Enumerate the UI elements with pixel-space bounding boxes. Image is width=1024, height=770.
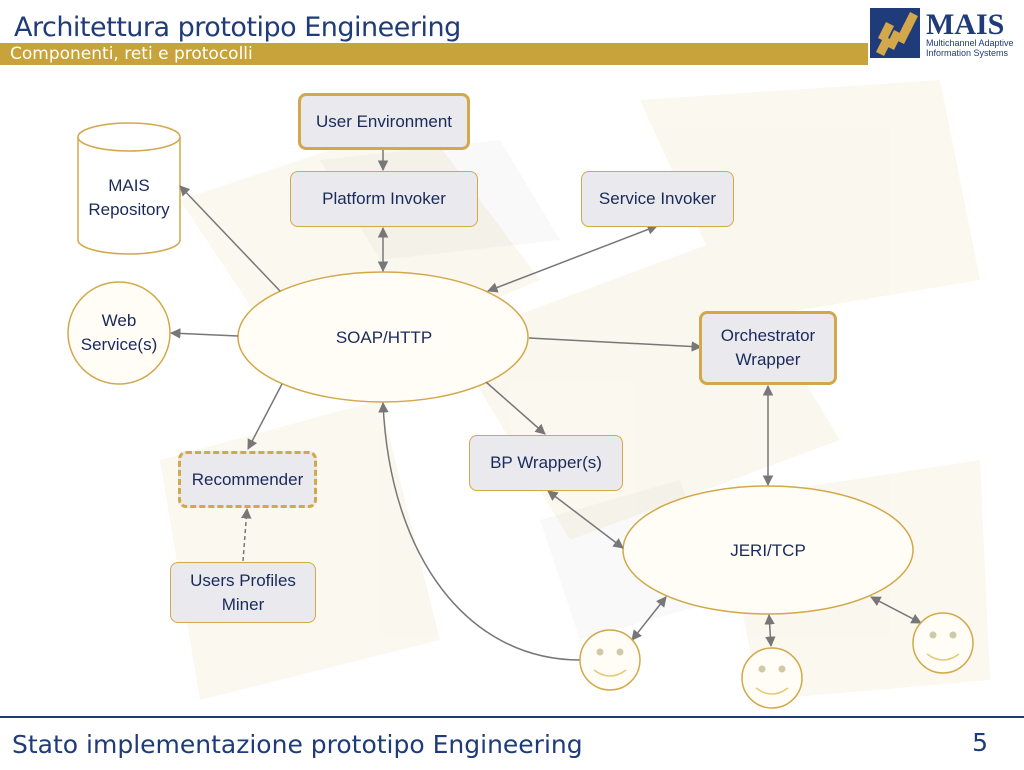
bp-wrapper-label: BP Wrapper(s)	[490, 453, 602, 472]
users-profiles-line1: Users Profiles	[190, 570, 296, 590]
mais-repository-line2: Repository	[88, 200, 170, 219]
slide-footer: Stato implementazione prototipo Engineer…	[0, 716, 1024, 770]
page-number: 5	[972, 728, 988, 757]
users-profiles-line2: Miner	[221, 594, 265, 614]
users-profiles-miner-node: Users Profiles Miner	[170, 562, 316, 623]
arrow-user1-jeri	[631, 596, 667, 641]
slide-header: Architettura prototipo Engineering Compo…	[0, 0, 1024, 66]
mais-repository-label: MAIS Repository	[78, 160, 180, 236]
user-smiley-icon	[741, 647, 803, 709]
slide-title: Architettura prototipo Engineering	[14, 12, 461, 43]
arrow-user3-jeri	[870, 596, 922, 624]
footer-text: Stato implementazione prototipo Engineer…	[12, 730, 583, 759]
orchestrator-line2: Wrapper	[735, 350, 801, 369]
arrow-user1-soap	[378, 401, 581, 661]
orchestrator-wrapper-node: Orchestrator Wrapper	[699, 311, 837, 385]
soap-http-label: SOAP/HTTP	[335, 328, 433, 347]
arrow-miner-recommender	[241, 507, 252, 562]
arrow-soap-orchestrator	[528, 337, 703, 352]
arrow-soap-repository	[179, 185, 281, 292]
platform-invoker-node: Platform Invoker	[290, 171, 478, 227]
service-invoker-label: Service Invoker	[598, 189, 717, 208]
recommender-node: Recommender	[178, 451, 317, 508]
user-environment-node: User Environment	[298, 93, 470, 150]
logo-name: MAIS	[926, 8, 1004, 41]
orchestrator-line1: Orchestrator	[720, 326, 816, 345]
arrow-soap-recommender	[247, 383, 283, 450]
web-service-label: Web Service(s)	[68, 300, 170, 366]
user-smiley-icon	[579, 629, 641, 691]
recommender-label: Recommender	[191, 469, 304, 489]
jeri-tcp-label: JERI/TCP	[730, 541, 806, 560]
orchestrator-wrapper-label: Orchestrator Wrapper	[721, 324, 815, 372]
mais-repository-cylinder	[77, 122, 181, 255]
architecture-diagram	[67, 122, 974, 709]
arrow-bpwrapper-jeri	[547, 490, 624, 549]
arrow-user2-jeri	[764, 613, 776, 648]
bp-wrapper-node: BP Wrapper(s)	[469, 435, 623, 491]
slide-subtitle: Componenti, reti e protocolli	[10, 44, 253, 64]
arrow-soap-bpwrapper	[485, 381, 546, 435]
logo-line1: Multichannel Adaptive	[926, 38, 1014, 48]
mais-repository-line1: MAIS	[108, 176, 150, 195]
arrow-service-soap	[487, 224, 658, 293]
logo-line2: Information Systems	[926, 48, 1009, 58]
platform-invoker-label: Platform Invoker	[322, 189, 446, 208]
service-invoker-node: Service Invoker	[581, 171, 734, 227]
subtitle-bar: Componenti, reti e protocolli	[0, 43, 868, 65]
user-environment-label: User Environment	[315, 111, 453, 131]
user-smiley-icon	[912, 612, 974, 674]
mais-logo: MAIS Multichannel Adaptive Information S…	[870, 8, 1014, 58]
web-service-line2: Service(s)	[80, 335, 158, 354]
web-service-line1: Web	[101, 311, 137, 330]
users-profiles-miner-label: Users Profiles Miner	[190, 569, 296, 617]
arrow-soap-webservice	[169, 328, 239, 339]
